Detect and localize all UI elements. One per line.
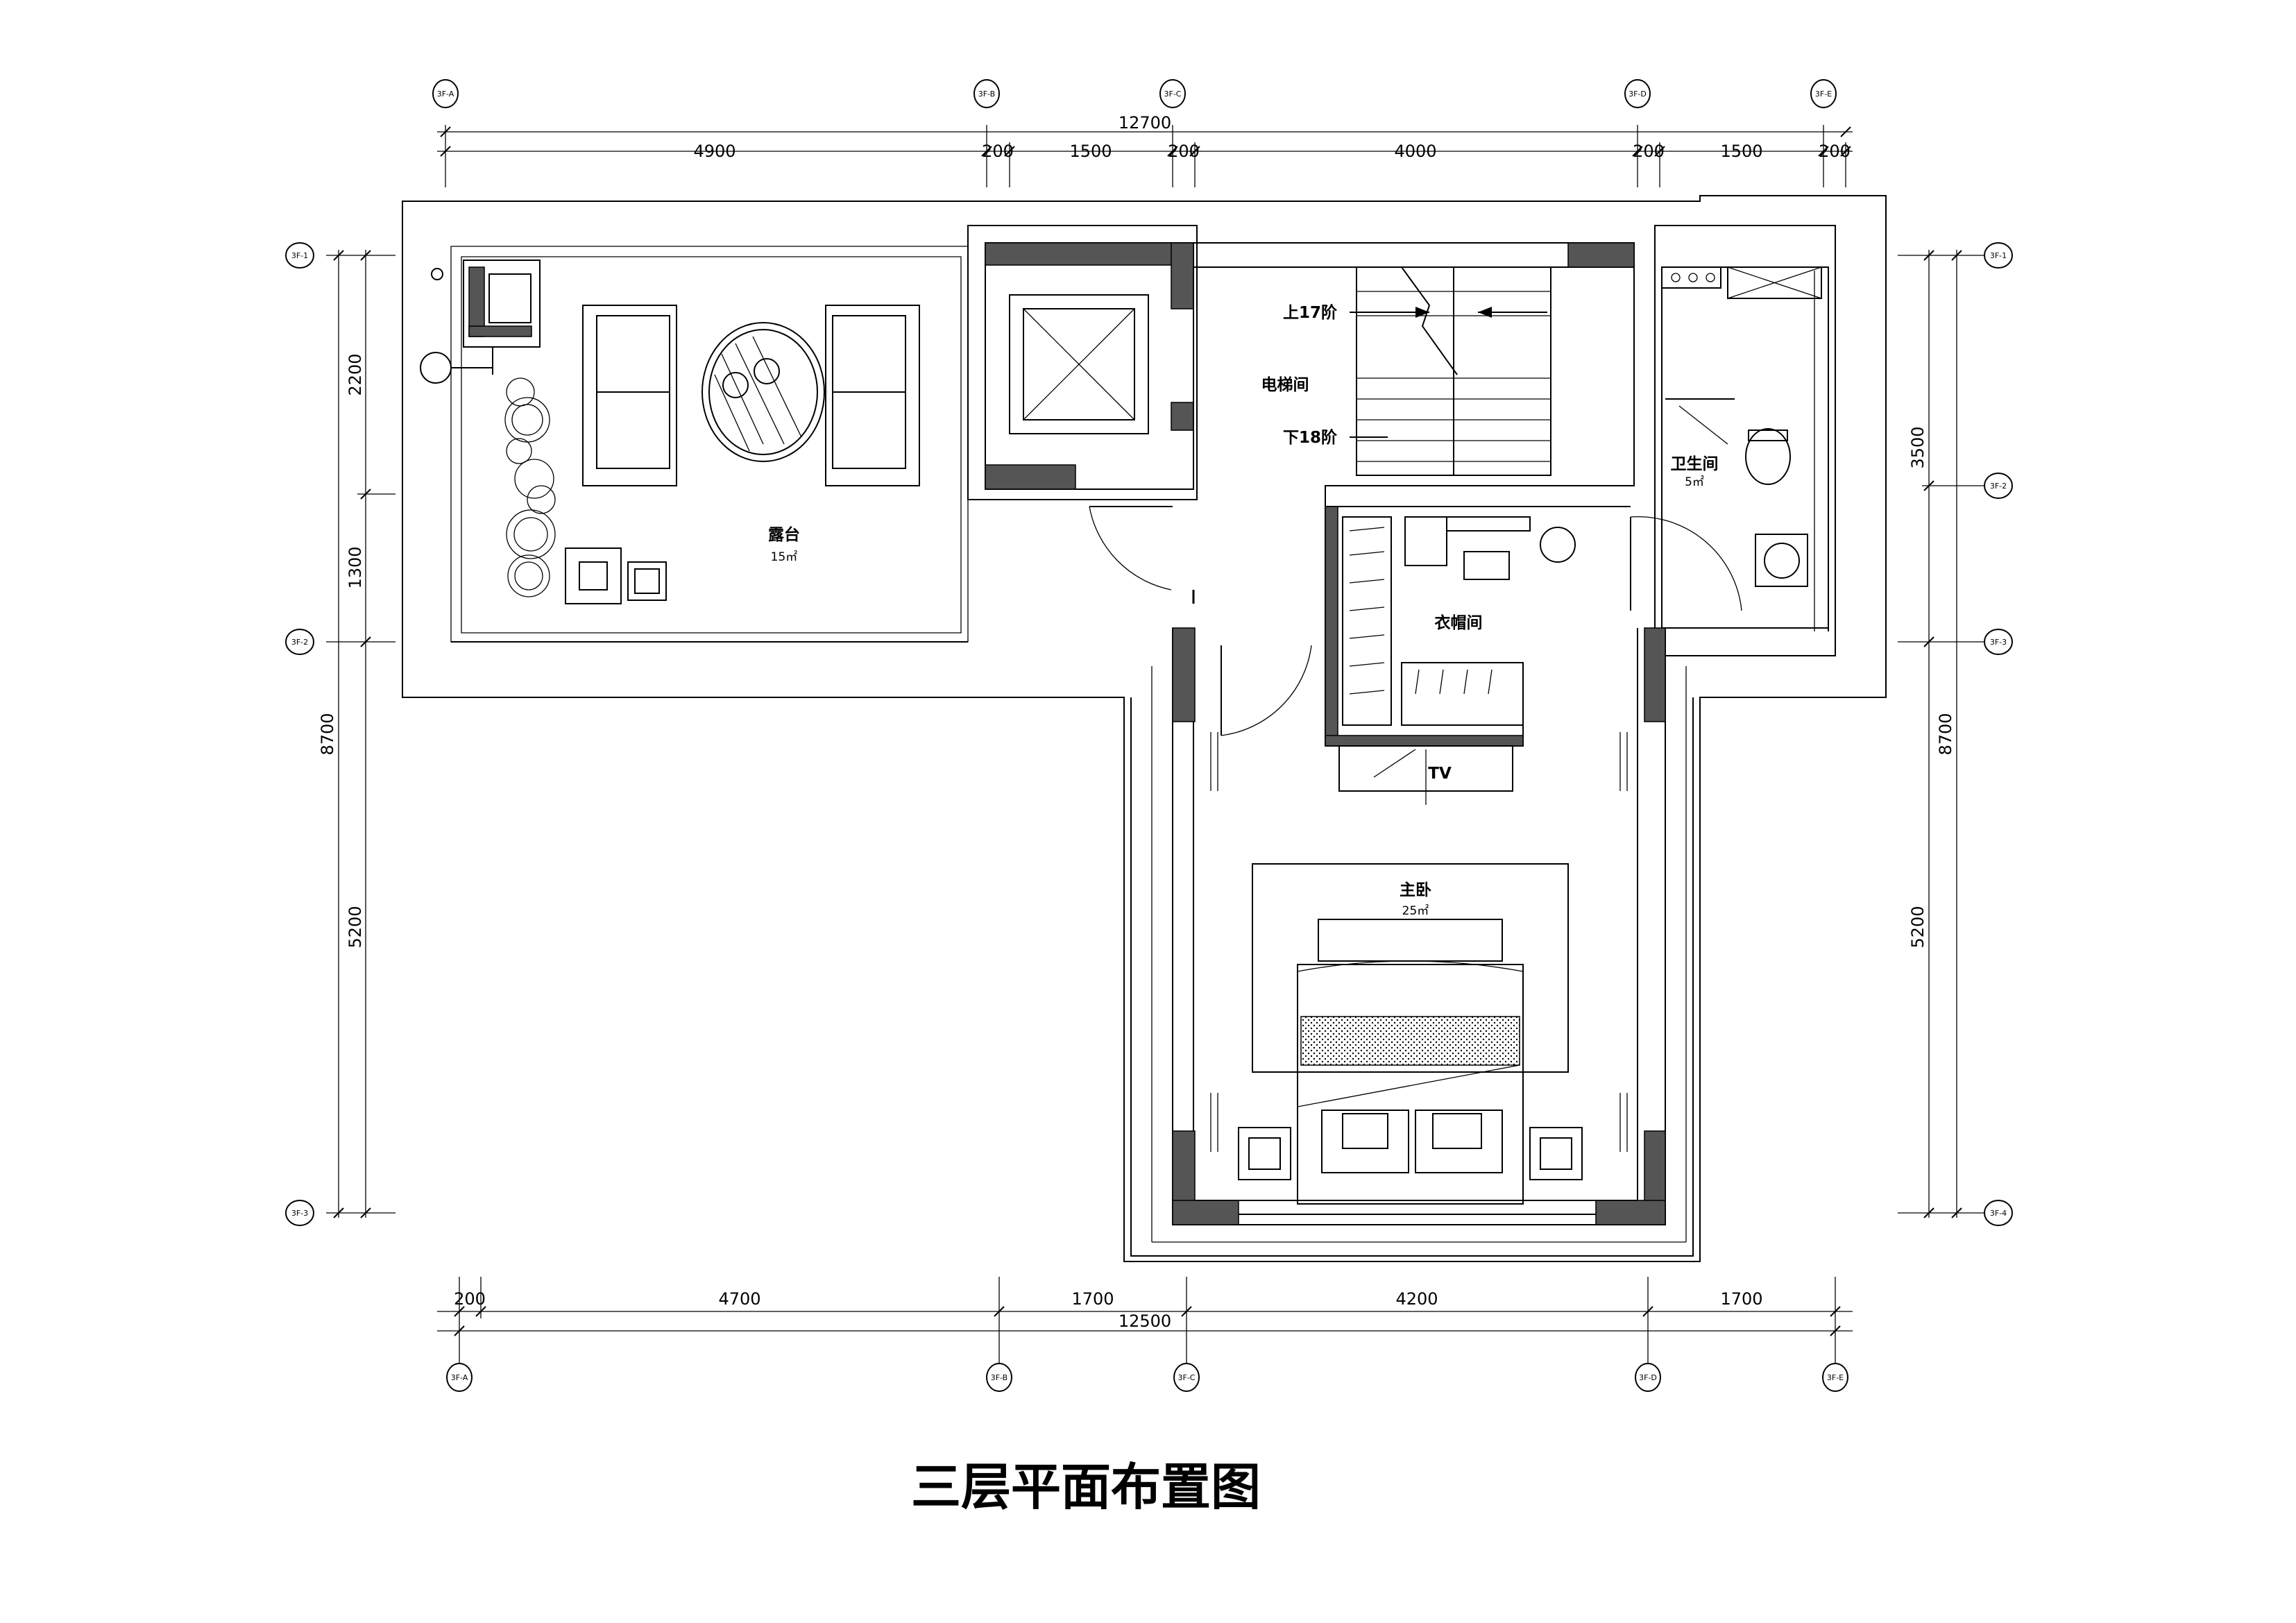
dim-top-total: 12700	[1119, 113, 1171, 133]
terrace-furniture	[420, 260, 920, 604]
axis-left-3: 3F-3	[285, 1200, 314, 1226]
dim-left-1: 2200	[346, 353, 365, 396]
washbasin-icon	[1755, 534, 1808, 587]
door-swings	[1089, 506, 1742, 736]
axis-bottom-d: 3F-D	[1635, 1363, 1661, 1392]
bedroom-furniture	[1210, 732, 1628, 1205]
cloakroom-fixtures	[1342, 516, 1576, 726]
svg-text:3F-A: 3F-A	[451, 1373, 468, 1382]
svg-text:3F-D: 3F-D	[1629, 90, 1647, 99]
tv-unit	[1338, 745, 1513, 805]
axis-markers: 3F-A 3F-B 3F-C 3F-D 3F-E 3F-A 3F-B 3F-C …	[285, 79, 2013, 1392]
dim-top-1: 4900	[693, 142, 735, 161]
master-bedroom-area: 25㎡	[1402, 904, 1429, 918]
walls	[967, 225, 1836, 1243]
dim-left-2: 1300	[346, 546, 365, 588]
elevator-hall-label: 电梯间	[1261, 375, 1309, 394]
dim-right-2: 5200	[1908, 906, 1928, 948]
room-labels: 上17阶 下18阶 电梯间 露台 15㎡ 卫生间 5㎡ 衣帽间 TV 主卧 25…	[768, 303, 1719, 918]
terrace-label: 露台	[768, 525, 800, 544]
svg-text:3F-B: 3F-B	[991, 1373, 1007, 1382]
dim-top-7: 1500	[1720, 142, 1762, 161]
dim-top-3: 1500	[1069, 142, 1112, 161]
svg-text:3F-3: 3F-3	[1990, 638, 2007, 647]
axis-bottom-e: 3F-E	[1822, 1363, 1848, 1392]
axis-top-a: 3F-A	[432, 79, 459, 108]
svg-text:3F-E: 3F-E	[1815, 90, 1832, 99]
axis-left-1: 3F-1	[285, 242, 314, 269]
dim-top-4: 200	[1168, 142, 1200, 161]
axis-right-1: 3F-1	[1984, 242, 2013, 269]
svg-text:3F-4: 3F-4	[1990, 1209, 2007, 1218]
dim-top-5: 4000	[1394, 142, 1436, 161]
axis-bottom-b: 3F-B	[986, 1363, 1012, 1392]
staircase	[1350, 266, 1551, 476]
stair-up-label: 上17阶	[1283, 303, 1337, 322]
toilet-icon	[1745, 428, 1791, 485]
dim-top-2: 200	[982, 142, 1014, 161]
stair-down-label: 下18阶	[1283, 428, 1337, 447]
dim-bottom-1: 200	[454, 1289, 486, 1309]
axis-bottom-c: 3F-C	[1173, 1363, 1200, 1392]
svg-text:3F-2: 3F-2	[291, 638, 308, 647]
axis-top-b: 3F-B	[973, 79, 1000, 108]
bathroom-label: 卫生间	[1671, 455, 1719, 473]
svg-text:3F-1: 3F-1	[1990, 251, 2007, 260]
svg-text:3F-1: 3F-1	[291, 251, 308, 260]
dim-top-6: 200	[1633, 142, 1665, 161]
svg-text:3F-C: 3F-C	[1164, 90, 1182, 99]
dim-bottom-5: 1700	[1720, 1289, 1762, 1309]
bathroom-area: 5㎡	[1685, 475, 1704, 489]
axis-top-e: 3F-E	[1810, 79, 1837, 108]
svg-text:3F-3: 3F-3	[291, 1209, 308, 1218]
left-dimension-lines	[326, 250, 396, 1218]
dim-top-8: 200	[1819, 142, 1851, 161]
svg-text:3F-B: 3F-B	[978, 90, 995, 99]
axis-right-3: 3F-3	[1984, 629, 2013, 655]
dim-left-total: 8700	[318, 713, 337, 755]
svg-text:3F-D: 3F-D	[1639, 1373, 1657, 1382]
axis-top-d: 3F-D	[1624, 79, 1651, 108]
dim-bottom-total: 12500	[1119, 1311, 1171, 1331]
svg-text:3F-C: 3F-C	[1178, 1373, 1196, 1382]
svg-text:3F-A: 3F-A	[437, 90, 454, 99]
axis-bottom-a: 3F-A	[446, 1363, 473, 1392]
drawing-title: 三层平面布置图	[911, 1457, 1261, 1516]
dim-right-1: 3500	[1908, 426, 1928, 468]
building-outline	[402, 195, 1887, 1262]
top-dimension-lines	[437, 125, 1853, 187]
svg-text:3F-2: 3F-2	[1990, 482, 2007, 491]
bottom-dimension-lines	[437, 1277, 1853, 1363]
plants-icon	[504, 377, 556, 597]
master-bedroom-label: 主卧	[1400, 881, 1431, 899]
dim-bottom-2: 4700	[718, 1289, 760, 1309]
svg-text:3F-E: 3F-E	[1827, 1373, 1844, 1382]
dim-bottom-3: 1700	[1071, 1289, 1114, 1309]
dim-right-total: 8700	[1936, 713, 1955, 755]
bathroom-fixtures	[1661, 266, 1829, 631]
cloakroom-label: 衣帽间	[1435, 613, 1483, 632]
right-dimension-lines	[1898, 250, 1984, 1218]
dimension-labels: 12700 4900 200 1500 200 4000 200 1500 20…	[318, 113, 1955, 1331]
tv-label: TV	[1428, 765, 1452, 783]
axis-right-4: 3F-4	[1984, 1200, 2013, 1226]
axis-left-2: 3F-2	[285, 629, 314, 655]
axis-right-2: 3F-2	[1984, 473, 2013, 499]
dim-bottom-4: 4200	[1395, 1289, 1438, 1309]
dim-left-3: 5200	[346, 906, 365, 948]
terrace-area: 15㎡	[771, 550, 798, 564]
axis-top-c: 3F-C	[1159, 79, 1186, 108]
